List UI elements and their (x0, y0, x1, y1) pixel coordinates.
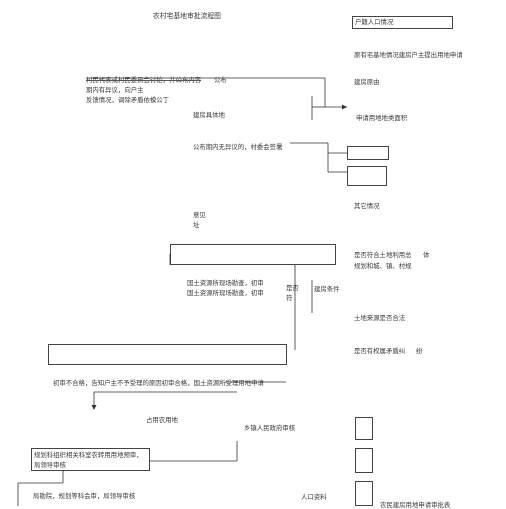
objection-period-text: 期内有异议，向户主 (86, 86, 144, 94)
opinion-text-1: 意见 (193, 211, 206, 219)
other-situation-text: 其它情况 (354, 202, 380, 210)
land-use-plan-text-suffix: 体 (423, 251, 430, 259)
village-discussion-text: 村民代表或村民委员会讨论，并公布内容 (86, 76, 202, 84)
building-conditions-text: 建房条件 (314, 285, 340, 293)
village-signature-box (170, 244, 336, 265)
whether-text-1: 是否 (286, 284, 299, 292)
occupy-farmland-text: 占用农用地 (146, 416, 178, 424)
opinion-text-2: 址 (193, 221, 200, 229)
bottom-right-box-2 (355, 448, 373, 473)
land-survey-text-2: 国土资源所现场勘查，初审 (187, 289, 264, 297)
household-box: 户籍人口情况 (352, 16, 453, 29)
existing-homestead-text: 原有宅基地情况建房户主提出用地申请 (354, 51, 463, 59)
right-box-1 (347, 146, 389, 160)
planning-review-text-1: 规划科组织相关科室农转用用地预审， (34, 451, 143, 459)
household-materials-text: 人口资料 (301, 493, 327, 501)
no-objection-text: 公布期内无异议的，村委会签署 (193, 143, 283, 151)
ownership-dispute-text: 是否有权属矛盾纠 (354, 347, 406, 355)
acceptance-box (48, 344, 287, 365)
feedback-text: 反馈情况，调除矛盾依模公丁 (86, 96, 170, 104)
township-review-text: 乡镇人民政府审核 (244, 424, 296, 432)
land-survey-text-1: 国土资源所现场勘查，初审 (187, 279, 264, 287)
town-village-plan-text: 规划和城、镇、村规 (354, 262, 412, 270)
page-title: 农村宅基地审批流程图 (153, 12, 221, 20)
bottom-right-box-1 (355, 417, 373, 440)
build-location-text: 建房具体地 (193, 111, 225, 119)
household-box-label: 户籍人口情况 (355, 18, 394, 26)
review-result-text: 初审不合格，告知户主不予受理的原因初审合格，国土资源所受理用地申请 (53, 379, 264, 387)
village-discussion-publish: 公布 (214, 76, 227, 84)
build-reason-text: 建房原由 (354, 78, 380, 86)
ownership-dispute-text-suffix: 纷 (416, 347, 423, 355)
planning-review-text-2: 局领导审核 (34, 461, 66, 469)
right-box-2 (347, 166, 387, 186)
bureau-meeting-text: 局勘院，规划等科会审，局领导审核 (33, 492, 136, 500)
land-use-plan-text: 是否符合土地利用总 (354, 251, 412, 259)
land-source-text: 土地来源是否合法 (354, 314, 406, 322)
application-form-text: 农民建房用地申请审批表 (380, 501, 451, 509)
whether-text-2: 符 (286, 294, 293, 302)
land-type-area-text: 申请用地地类面积 (356, 114, 408, 122)
planning-review-box (31, 448, 150, 471)
